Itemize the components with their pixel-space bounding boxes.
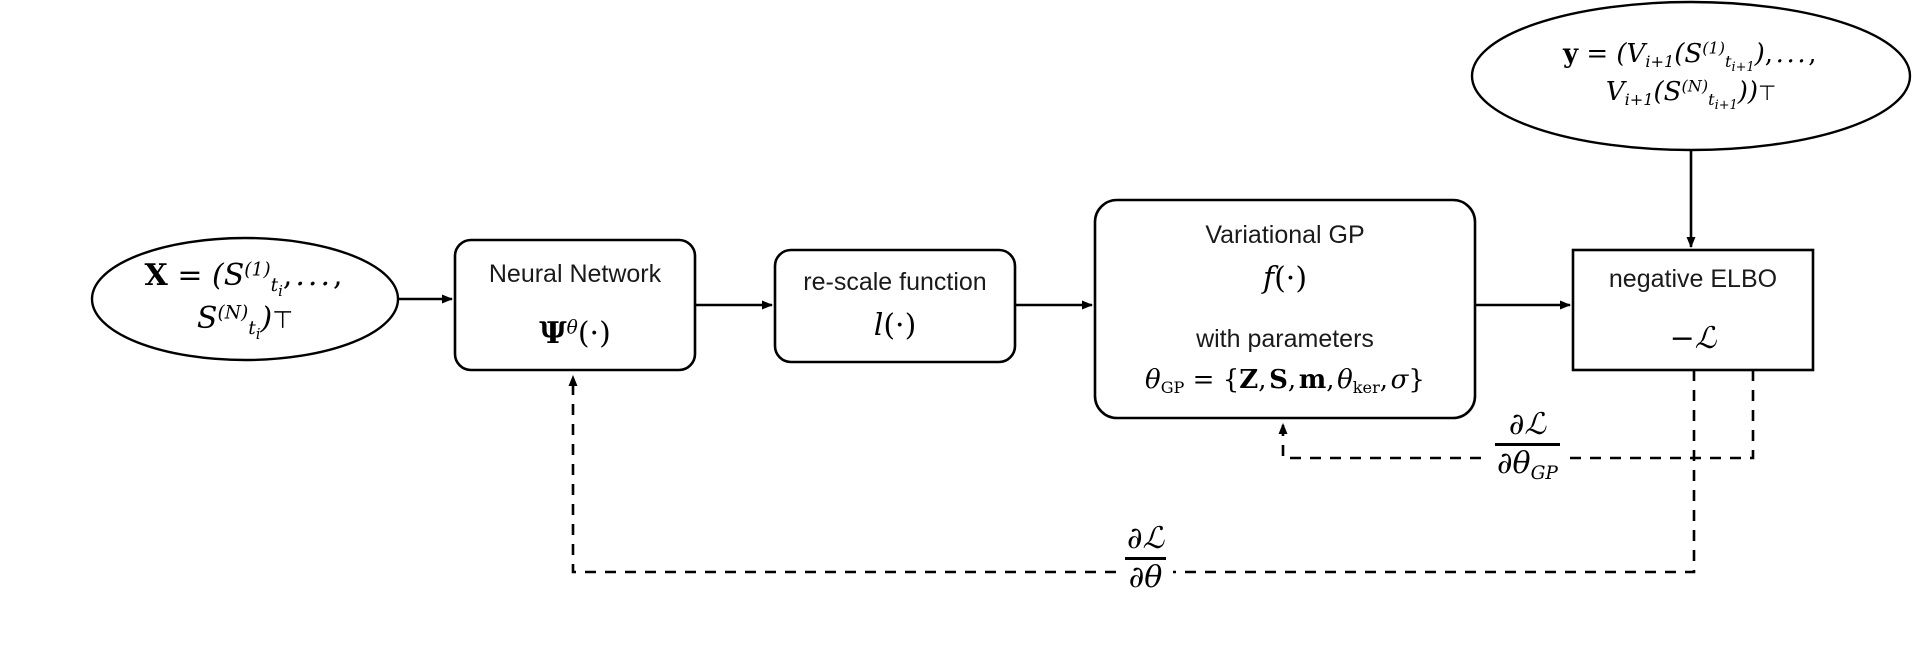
- negative-elbo-formula: −ℒ: [1669, 321, 1717, 357]
- negative-elbo-title: negative ELBO: [1608, 265, 1778, 294]
- rescale-formula: l(·): [873, 308, 917, 344]
- grad-gp-fraction-bar: [1495, 443, 1560, 446]
- grad-gp-denominator: ∂θGP: [1497, 446, 1558, 484]
- input-ellipse-label: X = (S(1)ti, . . . , S(N)ti)⊤: [100, 258, 390, 343]
- input-ellipse-formula: X = (S(1)ti, . . . , S(N)ti)⊤: [144, 257, 343, 343]
- variational-gp-params-caption: with parameters: [1196, 324, 1374, 353]
- neural-network-box-shape: [453, 238, 697, 372]
- negative-elbo-label: negative ELBO −ℒ: [1573, 258, 1813, 364]
- grad-theta-fraction-bar: [1125, 557, 1167, 560]
- grad-theta-denominator: ∂θ: [1128, 560, 1163, 595]
- grad-theta-numerator: ∂ℒ: [1127, 521, 1165, 556]
- neural-network-label: Neural Network Ψθ(·): [455, 248, 695, 364]
- rescale-box-shape: [773, 248, 1017, 364]
- target-ellipse-shape: [1470, 0, 1912, 152]
- target-ellipse-label: y = (Vi+1(S(1)ti+1), . . . , Vi+1(S(N)ti…: [1480, 38, 1902, 113]
- grad-theta-label: ∂ℒ ∂θ: [1118, 521, 1174, 595]
- target-ellipse-formula: y = (Vi+1(S(1)ti+1), . . . , Vi+1(S(N)ti…: [1562, 38, 1817, 114]
- variational-gp-formula: f(·): [1262, 261, 1308, 297]
- grad-gp-numerator: ∂ℒ: [1508, 407, 1547, 442]
- variational-gp-title: Variational GP: [1205, 221, 1365, 250]
- rescale-title: re-scale function: [803, 268, 987, 297]
- variational-gp-box-shape: [1093, 198, 1477, 420]
- variational-gp-params-formula: θGP = {Z, S, m, θker, σ}: [1145, 364, 1425, 397]
- neural-network-title: Neural Network: [488, 260, 662, 289]
- neural-network-formula: Ψθ(·): [539, 316, 611, 352]
- rescale-label: re-scale function l(·): [775, 256, 1015, 356]
- grad-gp-label: ∂ℒ ∂θGP: [1488, 407, 1567, 485]
- input-ellipse-shape: [90, 236, 400, 362]
- negative-elbo-box-shape: [1571, 248, 1815, 372]
- variational-gp-label: Variational GP f(·) with parameters θGP …: [1095, 208, 1475, 410]
